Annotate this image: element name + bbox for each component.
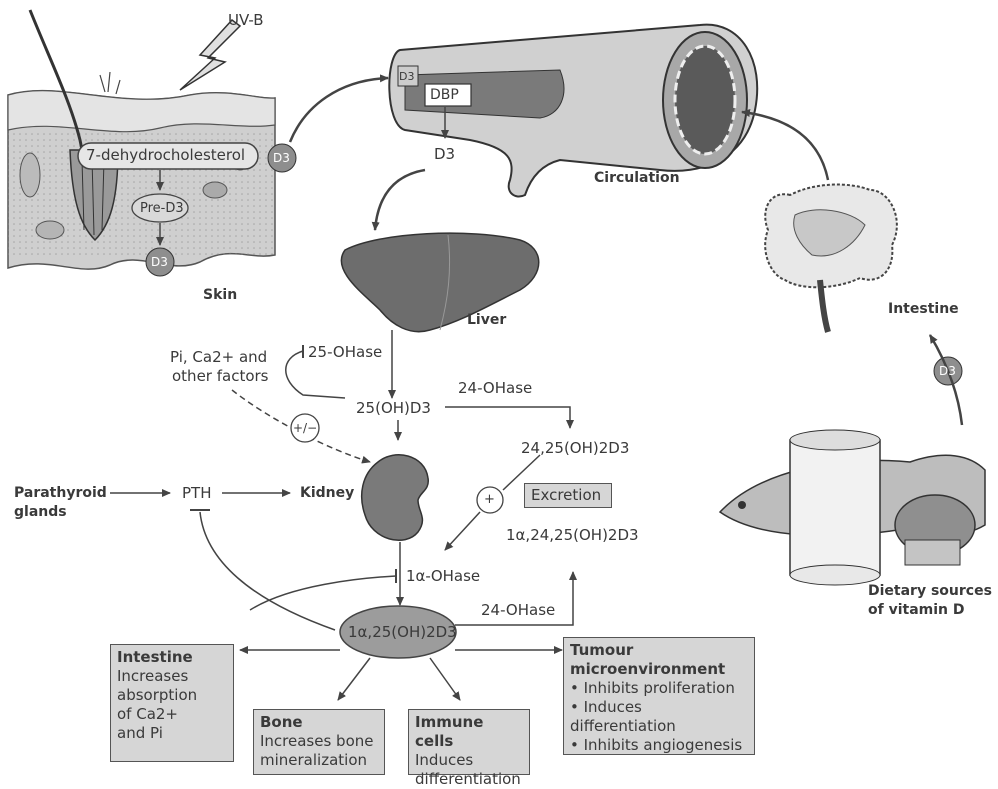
intestine-effect-line: of Ca2+ [117,705,227,724]
immune-effect-box: Immune cells Induces differentiation [408,709,530,775]
plus-minus-label: +/− [293,420,317,437]
intestine-illustration [765,185,897,332]
pre-d3-label: Pre-D3 [140,200,184,217]
tumour-effect-line: • Inhibits angiogenesis [570,736,748,755]
liver-illustration [341,233,538,332]
intestine-effect-box: Intestine Increases absorption of Ca2+ a… [110,644,234,762]
dbp-label: DBP [430,87,459,104]
intestine-to-circulation-arrow [742,112,828,180]
24-ohase-top-label: 24-OHase [458,380,532,397]
dietary-sources-line2: of vitamin D [868,602,965,619]
factors-line2: other factors [172,368,269,385]
immune-effect-title: Immune cells [415,713,523,751]
skin-to-circulation-arrow [290,78,388,142]
uv-b-lightning-icon [180,20,240,90]
intestine-effect-line: Increases [117,667,227,686]
25-oh-d3-label: 25(OH)D3 [356,400,431,417]
kidney-illustration [362,455,429,540]
bone-effect-line: mineralization [260,751,378,770]
circulation-label: Circulation [594,170,680,187]
plus-label: + [484,491,495,508]
tumour-effect-title-line2: microenvironment [570,660,748,679]
kidney-label: Kidney [300,485,354,502]
skin-illustration [8,10,275,269]
factors-line1: Pi, Ca2+ and [170,349,267,366]
circulation-to-liver-arrow [375,170,425,230]
tumour-effect-title-line1: Tumour [570,641,748,660]
uv-b-label: UV-B [228,12,264,29]
parathyroid-line2: glands [14,504,67,521]
skin-d3-label: D3 [151,254,168,271]
24-25-oh2-d3-label: 24,25(OH)2D3 [521,440,629,457]
liver-label: Liver [467,312,506,329]
dietary-sources-illustration [720,430,985,585]
vessel-d3-label: D3 [399,68,414,85]
parathyroid-line1: Parathyroid [14,485,107,502]
intestine-effect-line: and Pi [117,724,227,743]
tumour-effect-line: • Inhibits proliferation [570,679,748,698]
skin-label: Skin [203,287,237,304]
dietary-d3-label: D3 [939,363,956,380]
immune-effect-line: differentiation [415,770,523,789]
tumour-effect-box: Tumour microenvironment • Inhibits proli… [563,637,755,755]
excretion-box: Excretion [524,483,612,508]
excretion-label: Excretion [531,486,601,504]
intestine-effect-line: absorption [117,686,227,705]
intestine-label: Intestine [888,301,959,318]
7-dehydrocholesterol-label: 7-dehydrocholesterol [86,147,245,164]
25-ohase-label: 25-OHase [308,344,382,361]
1a-ohase-label: 1α-OHase [406,568,480,585]
released-d3-label: D3 [273,150,290,167]
active-vitamin-d-label: 1α,25(OH)2D3 [348,624,457,641]
bone-effect-line: Increases bone [260,732,378,751]
tumour-effect-line: • Induces differentiation [570,698,748,736]
pth-label: PTH [182,485,212,502]
circulation-d3-out-label: D3 [434,146,455,163]
1a-24-25-oh3-d3-label: 1α,24,25(OH)2D3 [506,527,639,544]
24-ohase-bottom-label: 24-OHase [481,602,555,619]
intestine-effect-title: Intestine [117,648,227,667]
dietary-sources-line1: Dietary sources [868,583,992,600]
bone-effect-box: Bone Increases bone mineralization [253,709,385,775]
immune-effect-line: Induces [415,751,523,770]
bone-effect-title: Bone [260,713,378,732]
